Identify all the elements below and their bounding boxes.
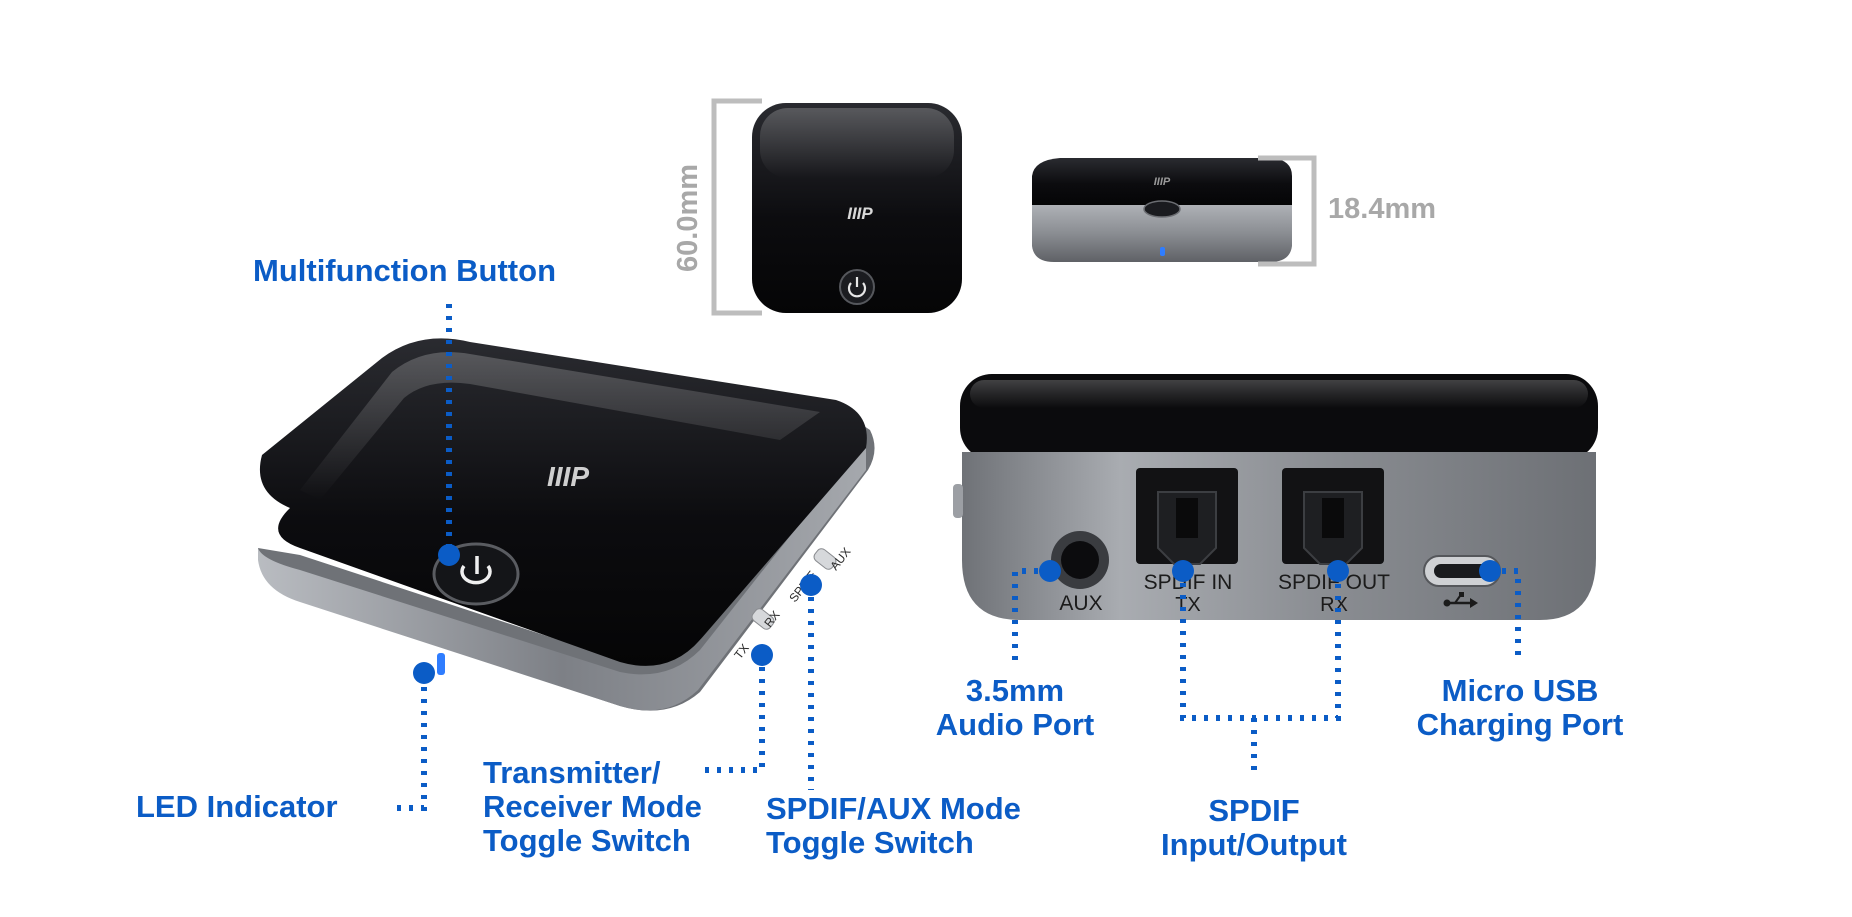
dot-spdif-in — [1172, 560, 1194, 582]
dot-audio-port — [1039, 560, 1061, 582]
callout-spdif-io-line-2: Input/Output — [1161, 827, 1347, 862]
leader-spdif-io — [1180, 571, 1341, 721]
height-dimension-bracket — [711, 98, 762, 316]
dot-tx-rx-switch — [751, 644, 773, 666]
led-indicator — [437, 653, 445, 675]
led-side — [1160, 247, 1165, 256]
callout-spdif-io: SPDIF Input/Output — [1134, 794, 1374, 862]
callout-leaders — [390, 304, 1521, 811]
dot-spdif-aux-switch — [800, 574, 822, 596]
aux-audio-port[interactable] — [1051, 531, 1109, 589]
dot-led-indicator — [413, 662, 435, 684]
leader-audio-port — [1012, 568, 1050, 663]
leader-tx-rx-switch — [700, 655, 765, 773]
callout-dots — [413, 544, 1501, 684]
spdif-out-port[interactable] — [1282, 468, 1384, 565]
power-button-small[interactable] — [839, 269, 875, 305]
aux-port-label: AUX — [1059, 592, 1102, 615]
callout-audio-port-line-1: 3.5mm — [965, 673, 1065, 708]
callout-micro-usb: Micro USB Charging Port — [1400, 674, 1640, 742]
callout-tx-rx-line-1: Transmitter/ — [483, 755, 661, 790]
spdif-out-label: SPDIF OUT — [1278, 571, 1390, 594]
height-dimension-label: 60.0mm — [672, 163, 704, 272]
device-logo-side: IIIP — [1154, 176, 1171, 188]
usb-icon — [1443, 592, 1478, 608]
power-icon — [847, 282, 867, 298]
spdif-in-port[interactable] — [1136, 468, 1238, 565]
callout-multifunction-button: Multifunction Button — [253, 253, 557, 288]
dot-spdif-out — [1327, 560, 1349, 582]
tx-rx-toggle-switch[interactable] — [750, 607, 776, 632]
callout-audio-port-line-2: Audio Port — [935, 707, 1095, 742]
device-side-view: IIIP — [1032, 158, 1292, 262]
dot-multifunction-button — [438, 544, 460, 566]
power-button-side — [1143, 200, 1181, 218]
device-logo: IIIP — [847, 204, 873, 223]
callout-spdif-aux-switch: SPDIF/AUX Mode Toggle Switch — [766, 792, 1021, 860]
callout-tx-rx-switch: Transmitter/ Receiver Mode Toggle Switch — [483, 756, 702, 858]
callout-led-indicator: LED Indicator — [136, 789, 338, 824]
leader-micro-usb — [1490, 568, 1521, 663]
device-top-view: IIIP — [752, 103, 962, 313]
leader-led-indicator — [390, 675, 427, 811]
callout-spdif-io-line-1: SPDIF — [1208, 793, 1300, 828]
micro-usb-port[interactable] — [1423, 555, 1501, 587]
depth-dimension-bracket — [1258, 155, 1317, 267]
callout-spdif-aux-line-1: SPDIF/AUX Mode — [766, 791, 1021, 826]
device-logo-main: IIIP — [547, 461, 589, 492]
dot-micro-usb — [1479, 560, 1501, 582]
device-rear-view: AUX SPDIF IN TX SPDIF OUT RX — [953, 374, 1598, 620]
callout-audio-port: 3.5mm Audio Port — [925, 674, 1105, 742]
spdif-in-label: SPDIF IN — [1144, 571, 1233, 594]
callout-spdif-aux-line-2: Toggle Switch — [766, 825, 974, 860]
power-icon — [460, 564, 492, 585]
device-main-view: IIIP TX RX SPDIF AUX — [258, 338, 875, 711]
spdif-aux-toggle-switch[interactable] — [812, 547, 838, 572]
spdif-in-sublabel: TX — [1175, 594, 1201, 616]
callout-tx-rx-line-3: Toggle Switch — [483, 823, 691, 858]
callout-tx-rx-line-2: Receiver Mode — [483, 789, 702, 824]
callout-micro-usb-line-1: Micro USB — [1441, 673, 1599, 708]
depth-dimension-label: 18.4mm — [1328, 193, 1437, 225]
callout-micro-usb-line-2: Charging Port — [1416, 707, 1624, 742]
spdif-out-sublabel: RX — [1320, 594, 1348, 616]
